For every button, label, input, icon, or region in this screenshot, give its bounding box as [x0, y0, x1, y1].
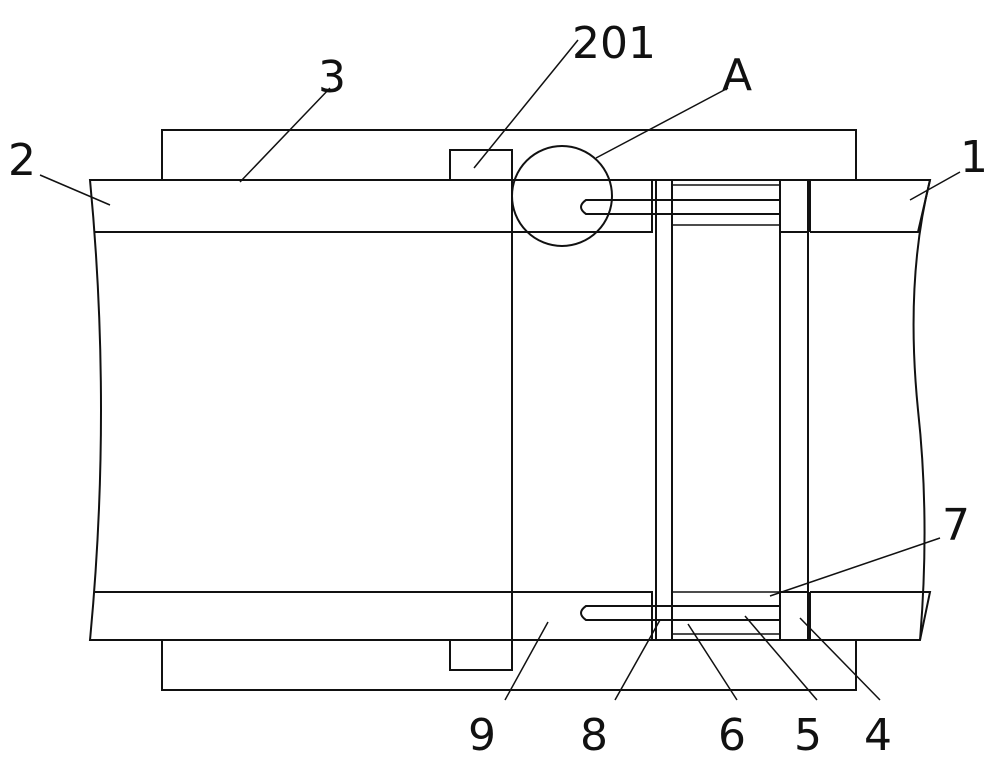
label-5: 5 [794, 710, 822, 761]
outer-sleeve-bottom-wall [161, 639, 857, 691]
label-1: 1 [960, 132, 988, 183]
detail-circle-a [511, 145, 613, 247]
leader-lines [39, 39, 961, 701]
top-rod-assembly [580, 179, 809, 233]
right-pipe-top-wall [809, 179, 932, 233]
left-pipe-body [88, 179, 513, 641]
top-rod-6 [580, 199, 781, 215]
label-4: 4 [864, 710, 892, 761]
right-pipe-bottom-wall [809, 591, 932, 641]
filler-9-bottom [511, 591, 653, 641]
left-pipe [88, 179, 513, 641]
bottom-seal-7 [671, 591, 781, 607]
bottom-end-block-4 [779, 591, 809, 641]
top-end-block-4 [779, 179, 809, 233]
label-2: 2 [8, 135, 36, 186]
label-7: 7 [942, 500, 970, 551]
label-201: 201 [572, 18, 656, 69]
joint-block-201-top [449, 149, 513, 181]
bottom-rod-6 [580, 605, 781, 621]
label-8: 8 [580, 710, 608, 761]
label-9: 9 [468, 710, 496, 761]
label-6: 6 [718, 710, 746, 761]
right-pipe [809, 179, 932, 641]
top-housing-5 [671, 184, 781, 226]
label-a: A [722, 50, 752, 101]
part-labels: 3 2 201 A 1 7 9 8 6 5 4 [8, 18, 988, 761]
joint-block-201-bottom [449, 639, 513, 671]
label-3: 3 [318, 52, 346, 103]
inner-bore [512, 232, 810, 592]
